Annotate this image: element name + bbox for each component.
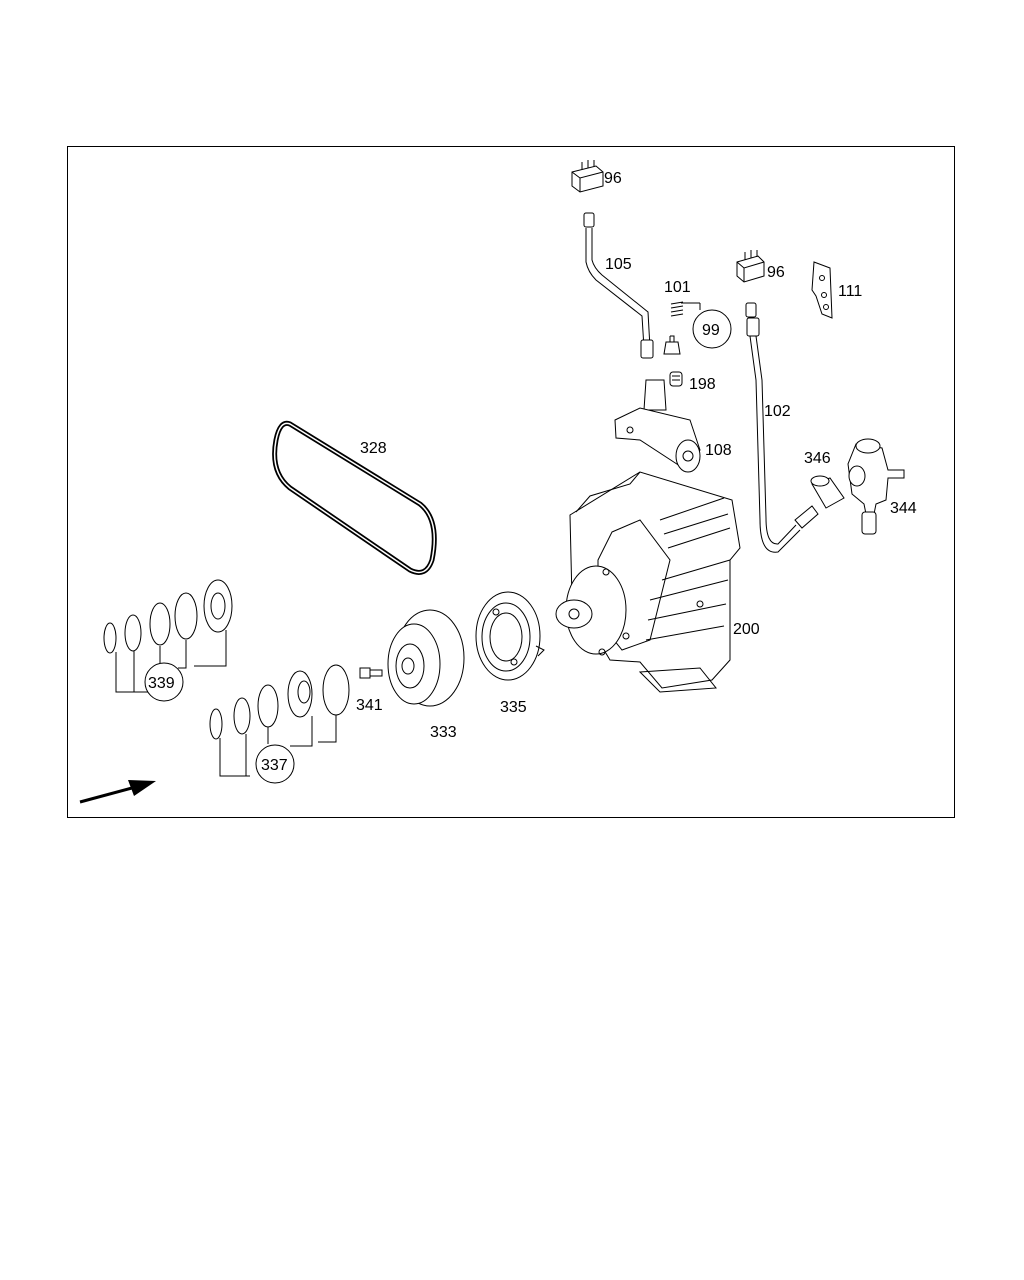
part-96-sensor-top bbox=[571, 160, 604, 193]
part-333-pulley bbox=[387, 609, 465, 707]
part-101-spring bbox=[670, 301, 684, 317]
callout-335: 335 bbox=[500, 699, 527, 716]
part-339-ring-set bbox=[103, 579, 233, 693]
callout-344: 344 bbox=[890, 500, 917, 517]
callout-105: 105 bbox=[605, 256, 632, 273]
callout-99: 99 bbox=[702, 322, 720, 339]
callout-341: 341 bbox=[356, 697, 383, 714]
part-105-pipe bbox=[583, 212, 654, 359]
part-341-bolt bbox=[359, 667, 383, 679]
part-99-valve bbox=[663, 302, 701, 355]
part-344-valve-body bbox=[847, 438, 905, 535]
part-96-sensor-right bbox=[736, 250, 765, 283]
part-346-sleeve bbox=[810, 475, 845, 509]
part-200-compressor bbox=[555, 471, 741, 693]
callout-96-right: 96 bbox=[767, 264, 785, 281]
callout-328: 328 bbox=[360, 440, 387, 457]
part-108-fitting bbox=[614, 379, 701, 473]
part-328-belt bbox=[272, 420, 437, 575]
callout-339: 339 bbox=[148, 675, 175, 692]
part-111-bracket bbox=[811, 261, 833, 319]
callout-198: 198 bbox=[689, 376, 716, 393]
callout-346: 346 bbox=[804, 450, 831, 467]
callout-circle-337 bbox=[255, 744, 295, 784]
callout-102: 102 bbox=[764, 403, 791, 420]
callout-101: 101 bbox=[664, 279, 691, 296]
callout-96-top: 96 bbox=[604, 170, 622, 187]
callout-108: 108 bbox=[705, 442, 732, 459]
callout-111: 111 bbox=[838, 283, 862, 300]
direction-arrow-icon bbox=[79, 780, 156, 804]
callout-333: 333 bbox=[430, 724, 457, 741]
part-337-ring-set bbox=[209, 664, 350, 777]
part-198-plug bbox=[669, 371, 683, 387]
callout-circle-339 bbox=[144, 662, 184, 702]
callout-200: 200 bbox=[733, 621, 760, 638]
callout-circle-99 bbox=[692, 309, 732, 349]
diagram-frame bbox=[67, 146, 955, 818]
part-335-plate bbox=[475, 591, 545, 681]
callout-337: 337 bbox=[261, 757, 288, 774]
part-102-hose bbox=[745, 302, 819, 553]
